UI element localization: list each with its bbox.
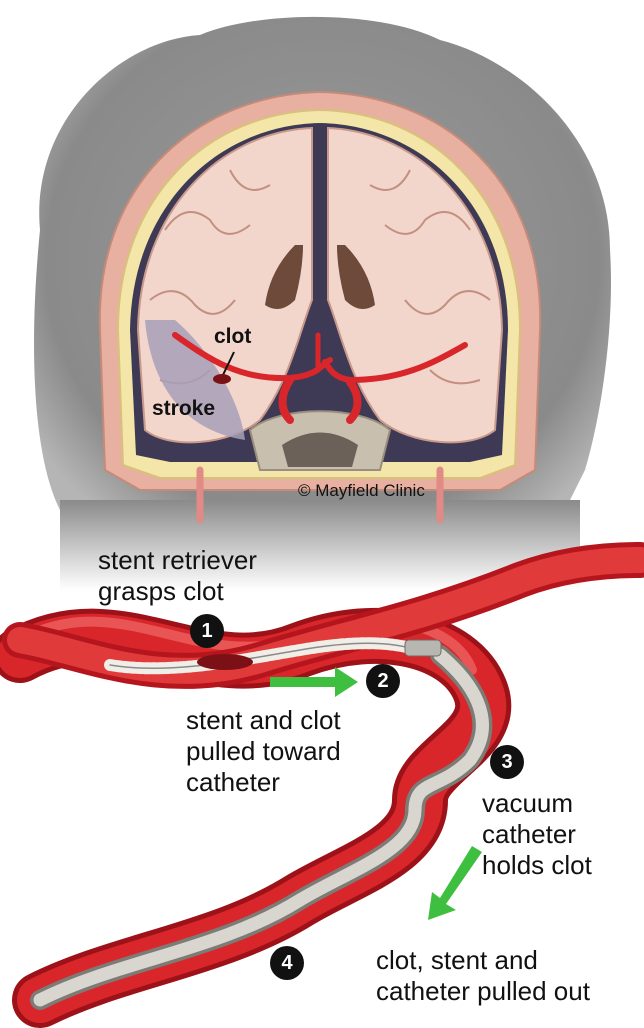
clot-marker bbox=[213, 374, 231, 384]
step2-caption: stent and clot pulled toward catheter bbox=[186, 705, 341, 798]
stroke-label: stroke bbox=[152, 397, 215, 421]
step4-badge: 4 bbox=[270, 946, 304, 980]
clot-label: clot bbox=[214, 325, 251, 349]
step3-caption: vacuum catheter holds clot bbox=[482, 788, 592, 881]
step1-badge: 1 bbox=[190, 614, 224, 648]
step3-badge: 3 bbox=[490, 745, 524, 779]
step1-caption: stent retriever grasps clot bbox=[98, 545, 257, 607]
copyright-label: © Mayfield Clinic bbox=[298, 481, 425, 501]
step4-caption: clot, stent and catheter pulled out bbox=[376, 945, 590, 1007]
step2-badge: 2 bbox=[366, 664, 400, 698]
